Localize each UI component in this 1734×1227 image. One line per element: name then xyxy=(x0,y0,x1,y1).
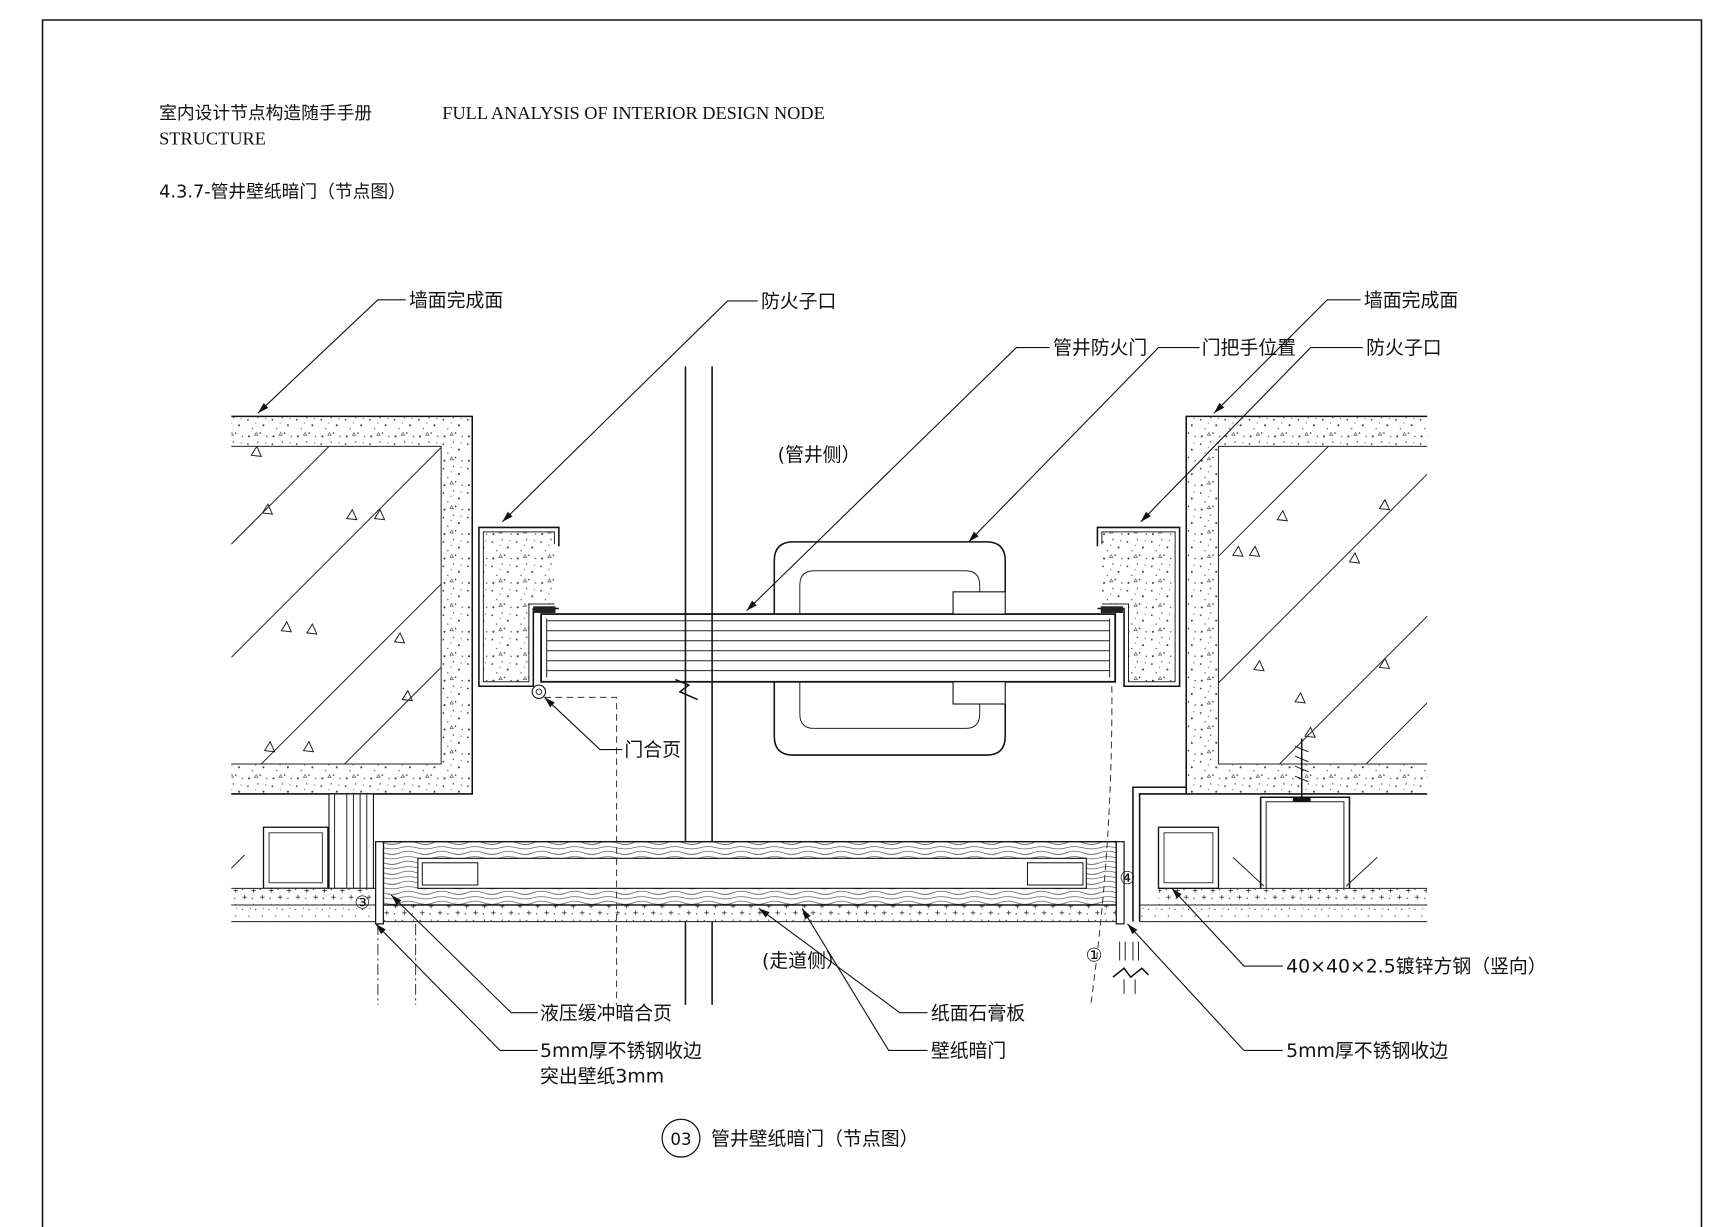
door-handle-bottom xyxy=(773,681,1007,756)
right-fire-stop-frame xyxy=(1096,526,1181,688)
label-door-hinge: 门合页 xyxy=(624,739,681,761)
left-edge-tick xyxy=(230,854,245,869)
book-title-cn: 室内设计节点构造随手手册 xyxy=(159,103,372,124)
book-title-en-continued: STRUCTURE xyxy=(159,128,266,148)
right-stainless-trim xyxy=(1115,841,1125,925)
label-fire-stop-right: 防火子口 xyxy=(1366,337,1441,359)
right-wall-aggregate-marks xyxy=(1232,498,1391,738)
left-fire-stop-frame xyxy=(478,526,560,688)
label-fire-stop-left: 防火子口 xyxy=(761,291,836,313)
label-shaft-side: (管井侧） xyxy=(778,444,861,466)
label-wall-finish-left: 墙面完成面 xyxy=(409,289,503,311)
caption-number: 03 xyxy=(670,1130,691,1149)
right-square-steel-tube xyxy=(1157,826,1220,889)
left-steel-stud xyxy=(328,793,374,889)
right-door-seal xyxy=(1100,606,1123,613)
door-panel-right-insert xyxy=(1026,862,1084,886)
fire-door-leaf xyxy=(540,613,1117,683)
hinge-detail-symbol xyxy=(1112,941,1150,994)
expansion-bolt xyxy=(1292,738,1311,802)
door-handle-top xyxy=(773,541,1007,615)
wallpaper-door-panel xyxy=(382,840,1118,906)
left-board-layers xyxy=(231,887,376,923)
caption-number-circle xyxy=(661,1118,701,1158)
left-square-steel-tube xyxy=(262,826,329,889)
label-wallpaper-door: 壁纸暗门 xyxy=(931,1040,1006,1062)
label-steel-trim-right: 5mm厚不锈钢收边 xyxy=(1286,1040,1448,1062)
door-panel-left-insert xyxy=(421,862,479,886)
door-hinge-symbol xyxy=(531,684,547,700)
label-handle-position: 门把手位置 xyxy=(1202,337,1296,359)
right-board-layers xyxy=(1139,887,1428,923)
door-gypsum-board xyxy=(383,904,1117,923)
left-door-seal xyxy=(533,606,556,613)
section-title: 4.3.7-管井壁纸暗门（节点图） xyxy=(159,182,406,203)
right-wall-render-layer xyxy=(1186,416,1428,794)
right-wall-core-hatch xyxy=(1218,446,1428,764)
drawing-caption: 03 管井壁纸暗门（节点图） xyxy=(661,1118,918,1158)
label-shaft-fire-door: 管井防火门 xyxy=(1053,337,1147,359)
left-wall-render-layer xyxy=(231,416,473,794)
marker-3: ③ xyxy=(354,893,370,913)
marker-1: ① xyxy=(1086,945,1103,967)
label-gypsum-board: 纸面石膏板 xyxy=(931,1001,1025,1024)
label-hydraulic-hinge: 液压缓冲暗合页 xyxy=(540,1002,672,1024)
left-stainless-trim xyxy=(375,841,385,925)
door-swing-arc xyxy=(1090,686,1113,1005)
label-steel-trim-left: 5mm厚不锈钢收边 xyxy=(540,1040,702,1062)
sheet-border xyxy=(41,19,1703,1227)
right-wall xyxy=(1185,415,1428,795)
left-wall-core-hatch xyxy=(231,446,442,764)
left-wall-aggregate-marks xyxy=(250,445,414,753)
right-c-channel xyxy=(1232,796,1378,889)
book-title-en: FULL ANALYSIS OF INTERIOR DESIGN NODE xyxy=(442,103,825,123)
label-steel-trim-left-note: 突出壁纸3mm xyxy=(540,1066,664,1088)
leader-lines xyxy=(257,299,1363,1052)
label-square-steel: 40×40×2.5镀锌方钢（竖向） xyxy=(1286,956,1546,978)
label-wall-finish-right: 墙面完成面 xyxy=(1364,289,1458,311)
label-corridor-side: (走道侧） xyxy=(762,950,845,972)
caption-title: 管井壁纸暗门（节点图） xyxy=(711,1128,918,1150)
right-stainless-angle xyxy=(1132,786,1187,922)
marker-4: ④ xyxy=(1119,869,1135,889)
